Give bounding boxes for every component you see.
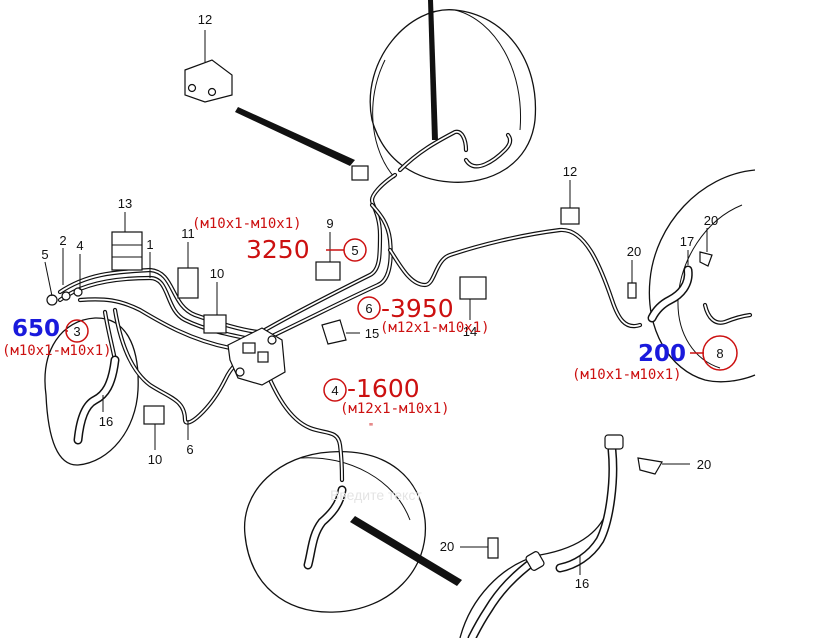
- label-16-left: 16: [99, 414, 113, 429]
- callout-3-thread: (м10x1-м10x1): [2, 343, 112, 359]
- label-6-bottom: 6: [186, 442, 193, 457]
- part-12-right-clip: [560, 207, 580, 225]
- part-13-clip: [111, 231, 143, 271]
- part-5-2-4-left-fittings: [46, 287, 83, 306]
- label-13: 13: [118, 196, 132, 211]
- label-1: 1: [146, 237, 153, 252]
- label-14: 14: [463, 324, 477, 339]
- callout-6: 6 -3950 (м12x1-м10x1): [357, 294, 490, 336]
- part-20-clips: [487, 251, 713, 559]
- callout-4-thread: (м12x1-м10x1): [340, 401, 450, 417]
- hose-16-left: [73, 355, 120, 445]
- label-20-c: 20: [697, 457, 711, 472]
- callout-6-length: -3950: [381, 294, 454, 323]
- part-number-labels: 12 12 13 9 11 10 1 2 4 5 15 14 6 10 16 1…: [41, 12, 718, 591]
- part-15-clip: [321, 319, 347, 345]
- watermark-text: Введите текст: [330, 487, 422, 503]
- label-5-left: 5: [41, 247, 48, 262]
- callout-5-thread: (м10x1-м10x1): [192, 216, 302, 232]
- front-left-tire: [44, 317, 139, 466]
- part-14-clip: [459, 276, 487, 300]
- label-2: 2: [59, 233, 66, 248]
- callout-3-length: 650: [12, 316, 60, 342]
- label-12-right: 12: [563, 164, 577, 179]
- hose-16-right: [467, 434, 624, 643]
- callout-4: 4 -1600 (м12x1-м10x1) ": [323, 374, 450, 433]
- label-15: 15: [365, 326, 379, 341]
- label-10-bottom: 10: [148, 452, 162, 467]
- part-9-clip: [315, 261, 341, 281]
- part-12-top-bracket: [184, 59, 233, 103]
- callout-5-circle-num: 5: [351, 243, 358, 258]
- brake-pipes: [57, 129, 643, 483]
- hose-17: [647, 265, 753, 325]
- callout-8-circle-num: 8: [716, 346, 723, 361]
- label-20-a: 20: [627, 244, 641, 259]
- label-12-top: 12: [198, 12, 212, 27]
- callout-6-thread: (м12x1-м10x1): [380, 320, 490, 336]
- part-11-clip: [177, 267, 199, 299]
- label-9: 9: [326, 216, 333, 231]
- callout-4-circle-num: 4: [331, 383, 338, 398]
- label-11: 11: [181, 226, 195, 241]
- rear-left-tire: [243, 451, 462, 613]
- label-20-d: 20: [440, 539, 454, 554]
- hose-rear-left-caliper: [303, 485, 347, 570]
- callout-4-mark: ": [368, 422, 374, 433]
- callout-3-circle-num: 3: [73, 324, 80, 339]
- label-20-b: 20: [704, 213, 718, 228]
- label-16-right: 16: [575, 576, 589, 591]
- label-10-mid: 10: [210, 266, 224, 281]
- part-10-clip-bottom: [143, 405, 165, 425]
- part-small-clip-tire: [351, 165, 369, 181]
- callout-8-length: 200: [638, 341, 686, 367]
- part-10-clip-mid: [203, 314, 227, 334]
- callout-8-thread: (м10x1-м10x1): [572, 367, 682, 383]
- callout-5: (м10x1-м10x1) 3250 5: [192, 216, 367, 264]
- leader-lines: [44, 30, 708, 575]
- label-4-left: 4: [76, 238, 83, 253]
- callout-8: 200 8 (м10x1-м10x1): [572, 335, 738, 383]
- label-17: 17: [680, 234, 694, 249]
- abs-unit: [227, 327, 286, 386]
- callout-3: 650 3 (м10x1-м10x1): [2, 316, 112, 359]
- callout-5-length: 3250: [246, 235, 310, 264]
- pointer-wedge: [235, 107, 355, 166]
- front-right-tire: [369, 0, 537, 183]
- callout-6-circle-num: 6: [365, 301, 372, 316]
- callout-4-length: -1600: [347, 374, 420, 403]
